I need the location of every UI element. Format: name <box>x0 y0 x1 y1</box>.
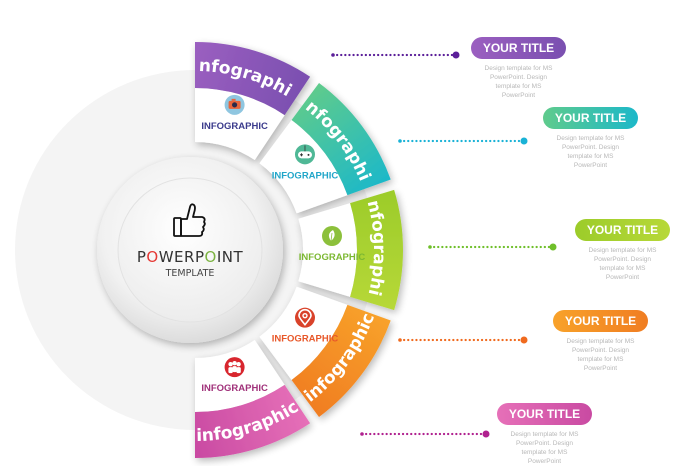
title-text: YOUR TITLE <box>509 407 580 421</box>
connector-end-dot <box>520 336 528 344</box>
title-text: YOUR TITLE <box>565 314 636 328</box>
description-line: template for MS <box>496 83 543 90</box>
center-subtitle: TEMPLATE <box>165 268 215 279</box>
segment-label: INFOGRAPHIC <box>201 383 268 394</box>
segment-inner-panel <box>195 88 285 161</box>
title-pill[interactable]: YOUR TITLE <box>471 37 566 59</box>
center-hub <box>97 157 283 343</box>
description-line: template for MS <box>522 449 569 456</box>
center-inner-disc <box>117 177 263 323</box>
segment-color-band <box>350 189 404 311</box>
segment-label: INFOGRAPHIC <box>272 170 339 181</box>
description-line: PowerPoint <box>502 92 535 99</box>
callouts-group: YOUR TITLE Design template for MS PowerPoi… <box>331 37 670 465</box>
description-line: template for MS <box>568 153 615 160</box>
callout-5: YOUR TITLE Design template for MS PowerPoi… <box>360 403 592 465</box>
connector-start-dot <box>398 139 402 143</box>
title-pill-bg <box>543 107 638 129</box>
segment-label: INFOGRAPHIC <box>299 252 366 263</box>
description-line: Design template for MS <box>485 65 554 72</box>
callout-3: YOUR TITLE Design template for MS PowerPoi… <box>428 219 670 281</box>
center-title-part: INT <box>217 248 244 266</box>
segment-color-band <box>195 42 311 116</box>
group-icon <box>224 357 245 378</box>
title-text: YOUR TITLE <box>555 111 626 125</box>
title-pill-bg <box>553 310 648 332</box>
title-text: YOUR TITLE <box>587 223 658 237</box>
connector-start-dot <box>360 432 364 436</box>
description-line: PowerPoint <box>606 274 639 281</box>
description-line: PowerPoint <box>528 458 561 465</box>
location-pin-icon <box>294 307 315 328</box>
description-line: Design template for MS <box>567 338 636 345</box>
thumbs-up-icon <box>173 203 206 237</box>
connector-start-dot <box>398 338 402 342</box>
title-pill[interactable]: YOUR TITLE <box>497 403 592 425</box>
callout-4: YOUR TITLE Design template for MS PowerPoi… <box>398 310 648 372</box>
connector-start-dot <box>428 245 432 249</box>
description-line: PowerPoint. Design <box>572 347 629 354</box>
segment-label: INFOGRAPHIC <box>201 121 268 132</box>
title-pill-bg <box>497 403 592 425</box>
title-text: YOUR TITLE <box>483 41 554 55</box>
camera-icon <box>224 94 245 115</box>
description-line: PowerPoint <box>574 162 607 169</box>
description-line: PowerPoint. Design <box>562 144 619 151</box>
connector-end-dot <box>520 137 528 145</box>
center-title-part: WERP <box>159 248 205 266</box>
segment-color-band <box>291 304 391 417</box>
connector-end-dot <box>452 51 460 59</box>
connector-start-dot <box>331 53 335 57</box>
title-pill[interactable]: YOUR TITLE <box>543 107 638 129</box>
segment-color-band <box>291 83 391 196</box>
description-line: Design template for MS <box>511 431 580 438</box>
description-line: template for MS <box>578 356 625 363</box>
title-pill-bg <box>471 37 566 59</box>
callout-2: YOUR TITLE Design template for MS PowerPoi… <box>398 107 638 169</box>
segment-label: INFOGRAPHIC <box>272 334 339 345</box>
segment-inner-panel <box>298 203 357 297</box>
leaf-icon <box>322 226 342 246</box>
description-line: template for MS <box>600 265 647 272</box>
center-title-part: P <box>137 248 147 266</box>
connector-end-dot <box>482 430 490 438</box>
connector-end-dot <box>549 243 557 251</box>
center-title: POWERPOINT <box>137 248 244 266</box>
description-line: PowerPoint. Design <box>516 440 573 447</box>
description-line: PowerPoint. Design <box>490 74 547 81</box>
title-pill[interactable]: YOUR TITLE <box>575 219 670 241</box>
gamepad-icon <box>294 144 315 165</box>
center-title-part: O <box>205 248 217 266</box>
title-pill[interactable]: YOUR TITLE <box>553 310 648 332</box>
segment-inner-panel <box>259 286 348 381</box>
segment-inner-panel <box>259 119 348 214</box>
description-line: Design template for MS <box>557 135 626 142</box>
description-line: PowerPoint <box>584 365 617 372</box>
callout-1: YOUR TITLE Design template for MS PowerPoi… <box>331 37 566 99</box>
description-line: Design template for MS <box>589 247 658 254</box>
description-line: PowerPoint. Design <box>594 256 651 263</box>
segment-color-band <box>195 384 311 458</box>
segment-inner-panel <box>195 339 285 413</box>
center-title-part: O <box>146 248 158 266</box>
title-pill-bg <box>575 219 670 241</box>
